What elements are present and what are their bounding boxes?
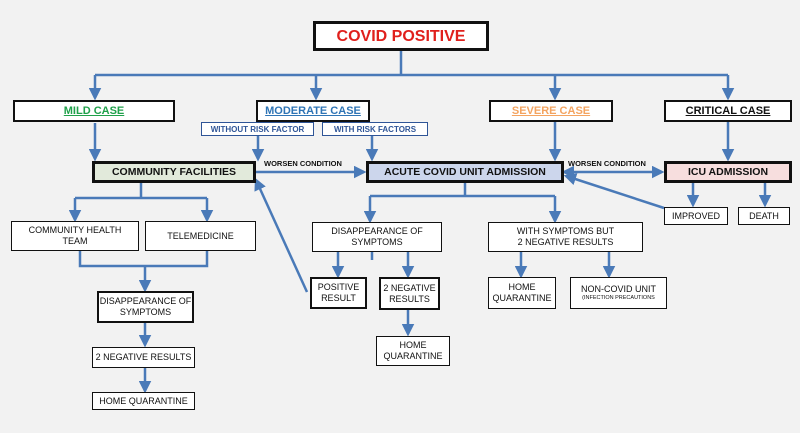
edge-improved-back bbox=[563, 173, 665, 210]
acute-covid-unit-admission: ACUTE COVID UNIT ADMISSION bbox=[366, 161, 564, 183]
acute-home-quarantine-b: HOME QUARANTINE bbox=[376, 336, 450, 366]
edge-acute-split bbox=[370, 182, 555, 198]
infection-precautions-label: (INFECTION PRECAUTIONS bbox=[582, 295, 655, 301]
acute-home-quarantine-a: HOME QUARANTINE bbox=[488, 277, 556, 309]
edge-title-bus bbox=[95, 50, 728, 77]
community-home-quarantine: HOME QUARANTINE bbox=[92, 392, 195, 410]
worsen-condition-label: WORSEN CONDITION bbox=[568, 159, 646, 168]
acute-2-negative-results: 2 NEGATIVE RESULTS bbox=[379, 277, 440, 310]
with-symptoms-but-2-negative-results: WITH SYMPTOMS BUT 2 NEGATIVE RESULTS bbox=[488, 222, 643, 252]
edge-community-merge bbox=[78, 251, 209, 290]
worsen-condition-label: WORSEN CONDITION bbox=[264, 159, 342, 168]
moderate-case: MODERATE CASE bbox=[256, 100, 370, 122]
mild-case: MILD CASE bbox=[13, 100, 175, 122]
non-covid-unit-label: NON-COVID UNIT bbox=[581, 284, 656, 294]
icu-admission: ICU ADMISSION bbox=[664, 161, 792, 183]
death: DEATH bbox=[738, 207, 790, 225]
severe-case: SEVERE CASE bbox=[489, 100, 613, 122]
critical-case: CRITICAL CASE bbox=[664, 100, 792, 122]
acute-disappearance-of-symptoms: DISAPPEARANCE OF SYMPTOMS bbox=[312, 222, 442, 252]
edge-community-split bbox=[75, 182, 207, 200]
with-risk-factors-label: WITH RISK FACTORS bbox=[322, 122, 428, 136]
non-covid-unit: NON-COVID UNIT (INFECTION PRECAUTIONS bbox=[570, 277, 667, 309]
community-facilities: COMMUNITY FACILITIES bbox=[92, 161, 256, 183]
community-disappearance-of-symptoms: DISAPPEARANCE OF SYMPTOMS bbox=[97, 291, 194, 323]
community-2-negative-results: 2 NEGATIVE RESULTS bbox=[92, 347, 195, 368]
edge-positive-back bbox=[254, 177, 309, 293]
covid-positive-title: COVID POSITIVE bbox=[313, 21, 489, 51]
community-health-team: COMMUNITY HEALTH TEAM bbox=[11, 221, 139, 251]
without-risk-factor-label: WITHOUT RISK FACTOR bbox=[201, 122, 314, 136]
improved: IMPROVED bbox=[664, 207, 728, 225]
positive-result: POSITIVE RESULT bbox=[310, 277, 367, 309]
telemedicine: TELEMEDICINE bbox=[145, 221, 256, 251]
